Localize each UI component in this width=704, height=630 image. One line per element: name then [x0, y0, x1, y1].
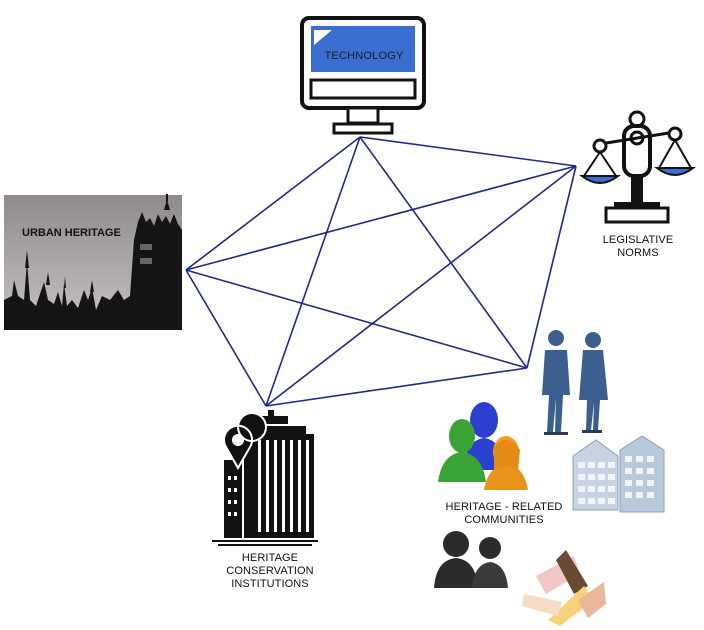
legislative-label-line2: NORMS: [617, 247, 659, 259]
institutions-label-line2: CONSERVATION: [226, 565, 314, 577]
joined-hands-icon: [522, 550, 606, 626]
institutions-label: HERITAGE CONSERVATION INSTITUTIONS: [212, 552, 328, 591]
computer-monitor-icon: [300, 16, 426, 135]
urban-heritage-label: URBAN HERITAGE: [22, 227, 121, 239]
connector-lines: [185, 136, 577, 407]
group-avatars-icon: [438, 402, 528, 490]
technology-label: TECHNOLOGY: [324, 50, 404, 62]
building-with-map-pin-icon: [212, 410, 318, 546]
legislative-norms-label: LEGISLATIVE NORMS: [590, 234, 686, 260]
communities-label-line1: HERITAGE - RELATED: [445, 501, 563, 513]
connector-communities-institutions: [265, 367, 528, 407]
business-people-icon: [542, 330, 608, 435]
connector-technology-institutions: [265, 136, 361, 407]
apartment-buildings-icon: [572, 435, 665, 513]
connector-technology-communities: [359, 136, 528, 369]
connector-urban-legislative: [185, 165, 577, 271]
connector-urban-communities: [185, 269, 528, 369]
connector-legislative-institutions: [265, 165, 577, 407]
communities-label-line2: COMMUNITIES: [464, 514, 544, 526]
legislative-label-line1: LEGISLATIVE: [602, 234, 674, 246]
connector-legislative-communities: [526, 165, 577, 369]
connector-technology-urban: [185, 136, 361, 271]
connector-urban-institutions: [185, 269, 267, 407]
communities-label: HERITAGE - RELATED COMMUNITIES: [436, 501, 572, 527]
institutions-label-line3: INSTITUTIONS: [231, 578, 309, 590]
scales-of-justice-icon: [579, 110, 696, 224]
institutions-label-line1: HERITAGE: [241, 552, 299, 564]
connector-technology-legislative: [359, 136, 577, 167]
people-silhouettes-icon: [434, 531, 508, 588]
city-skyline-photo: [4, 194, 182, 330]
